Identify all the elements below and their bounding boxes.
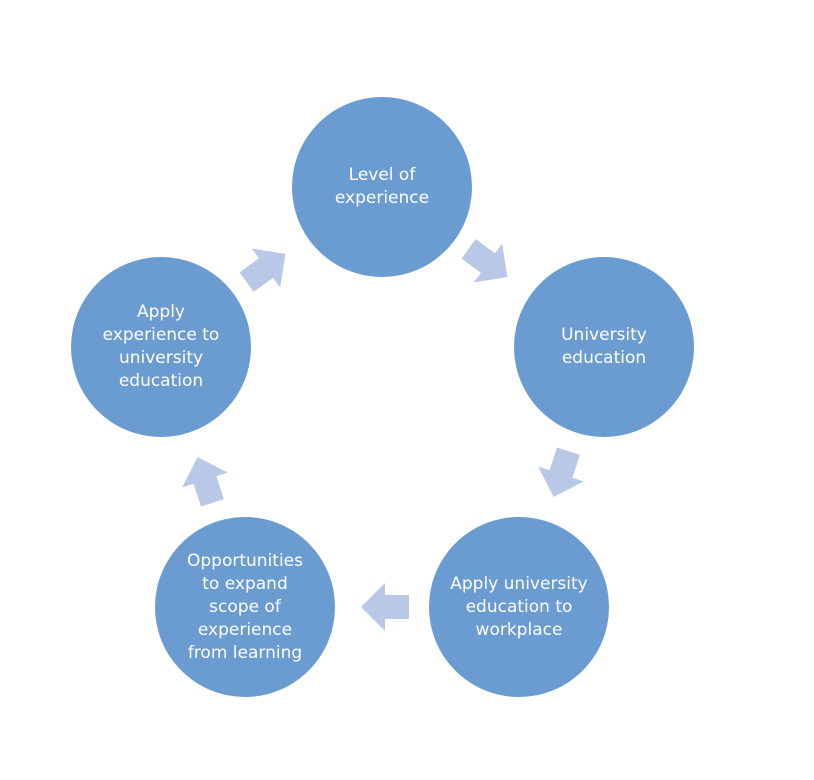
arrow-3-to-4 <box>361 583 409 631</box>
arrow-5-to-1 <box>239 248 286 292</box>
node-label: Level of experience <box>334 165 430 208</box>
arrow-1-to-2 <box>461 239 508 283</box>
node-university-education: University education <box>514 257 694 437</box>
node-label: Apply experience to university education <box>102 302 220 391</box>
node-opportunities: Opportunities to expand scope of experie… <box>155 517 335 697</box>
node-apply-education-to-workplace: Apply university education to workplace <box>429 517 609 697</box>
node-label: Apply university education to workplace <box>450 573 588 640</box>
arrow-2-to-3 <box>538 447 584 497</box>
node-label: University education <box>561 325 647 368</box>
node-apply-experience-to-education: Apply experience to university education <box>71 257 251 437</box>
node-level-of-experience: Level of experience <box>292 97 472 277</box>
node-label: Opportunities to expand scope of experie… <box>187 550 303 663</box>
arrow-4-to-5 <box>182 457 228 507</box>
